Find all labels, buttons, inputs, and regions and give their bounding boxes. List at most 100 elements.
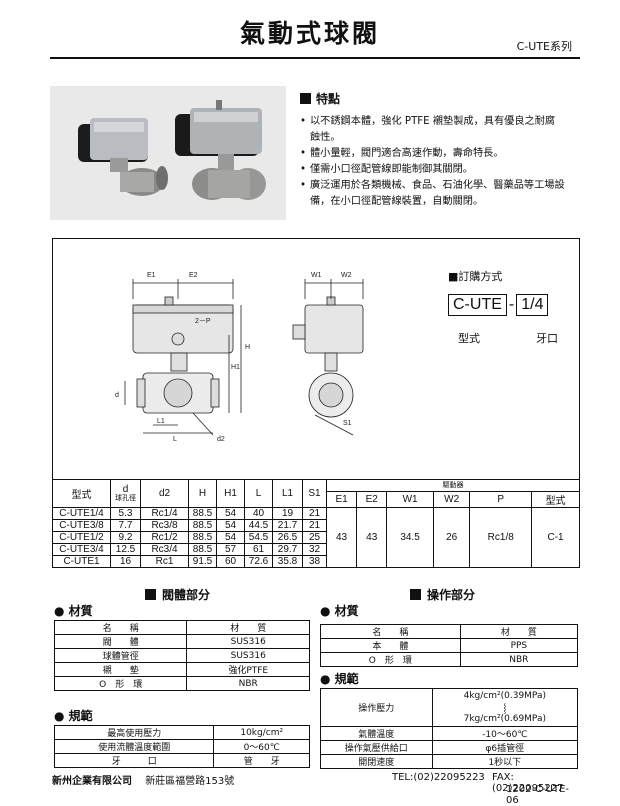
table-cell: 最高使用壓力 [53,725,215,740]
table-cell: 牙 口 [53,753,215,768]
table-cell: SUS316 [186,648,310,663]
feature-item: 以不銹鋼本體，強化 PTFE 襯墊製成，具有優良之耐腐蝕性。 [300,114,565,146]
valve-material-heading: ● 材質 [54,604,93,618]
table-cell: 88.5 [188,543,217,556]
order-method: ■訂購方式 C-UTE - 1/4 型式 牙口 [448,268,568,346]
table-cell: Rc3/8 [140,519,189,532]
table-cell: O 形 環 [320,652,461,667]
section-square-icon [410,589,421,600]
table-cell-w2: 26 [432,507,471,568]
col-w1: W1 [386,491,434,508]
table-cell-e2: 43 [356,507,388,568]
valve-spec-heading: ● 規範 [54,709,93,723]
table-cell: Rc1 [140,555,189,568]
table-cell: 54.5 [244,531,273,544]
company-address: 新莊區福營路153號 [145,776,235,787]
table-cell-type: C-1 [531,507,580,568]
label-e1: E1 [147,272,156,279]
label-d2: d2 [217,436,225,443]
table-cell: 16 [110,555,141,568]
company-fax: FAX:(02)22095227 [492,772,564,794]
col-h: H [188,479,217,508]
table-cell: NBR [459,652,579,667]
table-cell: 38 [302,555,327,568]
table-cell: Rc1/4 [140,507,189,520]
col-s1: S1 [302,479,327,508]
label-w2: W2 [341,272,352,279]
table-cell: 88.5 [188,531,217,544]
col-type: 型式 [531,491,580,508]
table-cell: 26.5 [272,531,303,544]
label-d: d [115,392,119,399]
label-l1: L1 [157,418,165,425]
label-h1: H1 [231,364,240,371]
col-l: L [244,479,273,508]
table-cell: 21.7 [272,519,303,532]
col-l1: L1 [272,479,303,508]
table-cell: 72.6 [244,555,273,568]
table-cell: 本 體 [320,638,461,653]
label-e2: E2 [189,272,198,279]
table-cell: 強化PTFE [186,662,310,677]
table-cell: 閥 體 [53,634,188,649]
table-cell: SUS316 [186,634,310,649]
table-cell: O 形 環 [53,676,188,691]
feature-item: 僅需小口徑配管線即能制御其關閉。 [300,162,565,178]
features-heading: 特點 [316,92,341,106]
feature-item: 廣泛運用於各類機械、食品、石油化學、醫藥品等工場設備，在小口徑配管線裝置，自動關… [300,178,565,210]
table-cell: 54 [216,531,245,544]
front-view-drawing [124,279,242,436]
table-cell: 襯 墊 [53,662,188,677]
table-cell: 88.5 [188,507,217,520]
series-label: C-UTE系列 [516,40,572,53]
table-cell: C-UTE1/4 [52,507,111,520]
side-view-drawing [292,279,364,436]
company-name: 新州企業有限公司 [52,776,132,787]
feature-item: 體小量輕，閥門適合高速作動，壽命特長。 [300,146,565,162]
table-cell: 91.5 [188,555,217,568]
table-cell: Rc1/2 [140,531,189,544]
section-square-icon [145,589,156,600]
table-cell: 32 [302,543,327,556]
table-cell: 7.7 [110,519,141,532]
table-cell: 54 [216,519,245,532]
table-cell: 9.2 [110,531,141,544]
col-e2: E2 [356,491,388,508]
features-section: 特點 以不銹鋼本體，強化 PTFE 襯墊製成，具有優良之耐腐蝕性。 體小量輕，閥… [300,90,565,210]
order-label-model: 型式 [458,332,480,345]
col-w2: W2 [432,491,471,508]
table-cell: 29.7 [272,543,303,556]
table-cell: 管 牙 [213,753,310,768]
operation-section-heading: 操作部分 [410,586,475,603]
table-cell: C-UTE3/8 [52,519,111,532]
table-cell: 球體管徑 [53,648,188,663]
label-l: L [173,436,177,443]
table-cell: 0～60℃ [213,739,310,754]
operation-spec-heading: ● 規範 [320,672,359,686]
label-s1: S1 [343,420,352,427]
order-label-size: 牙口 [536,332,558,345]
page-title: 氣動式球閥 [239,19,380,48]
table-cell: 開閉速度 [320,754,433,769]
table-cell: 19 [272,507,303,520]
table-cell: C-UTE1/2 [52,531,111,544]
table-cell: 1秒以下 [431,754,579,769]
table-cell-w1: 34.5 [386,507,434,568]
table-cell: φ6插管徑 [431,740,579,755]
col-actuator: 驅動器 [326,479,580,492]
title-rule [50,57,580,59]
table-cell: 25 [302,531,327,544]
table-cell-e1: 43 [325,507,358,568]
order-heading: ■訂購方式 [448,270,503,283]
col-model: 型式 [52,479,111,508]
operation-spec-table: 操作壓力 4kg/cm²(0.39MPa) ⸾ 7kg/cm²(0.69MPa)… [320,688,579,769]
table-cell: 使用流體溫度範圍 [53,739,215,754]
col-d: d [122,484,129,495]
table-cell-p: Rc1/8 [469,507,533,568]
table-cell: 操作氣壓供給口 [320,740,433,755]
table-cell: 35.8 [272,555,303,568]
valve-section-heading: 閥體部分 [145,586,210,603]
table-cell: NBR [186,676,310,691]
